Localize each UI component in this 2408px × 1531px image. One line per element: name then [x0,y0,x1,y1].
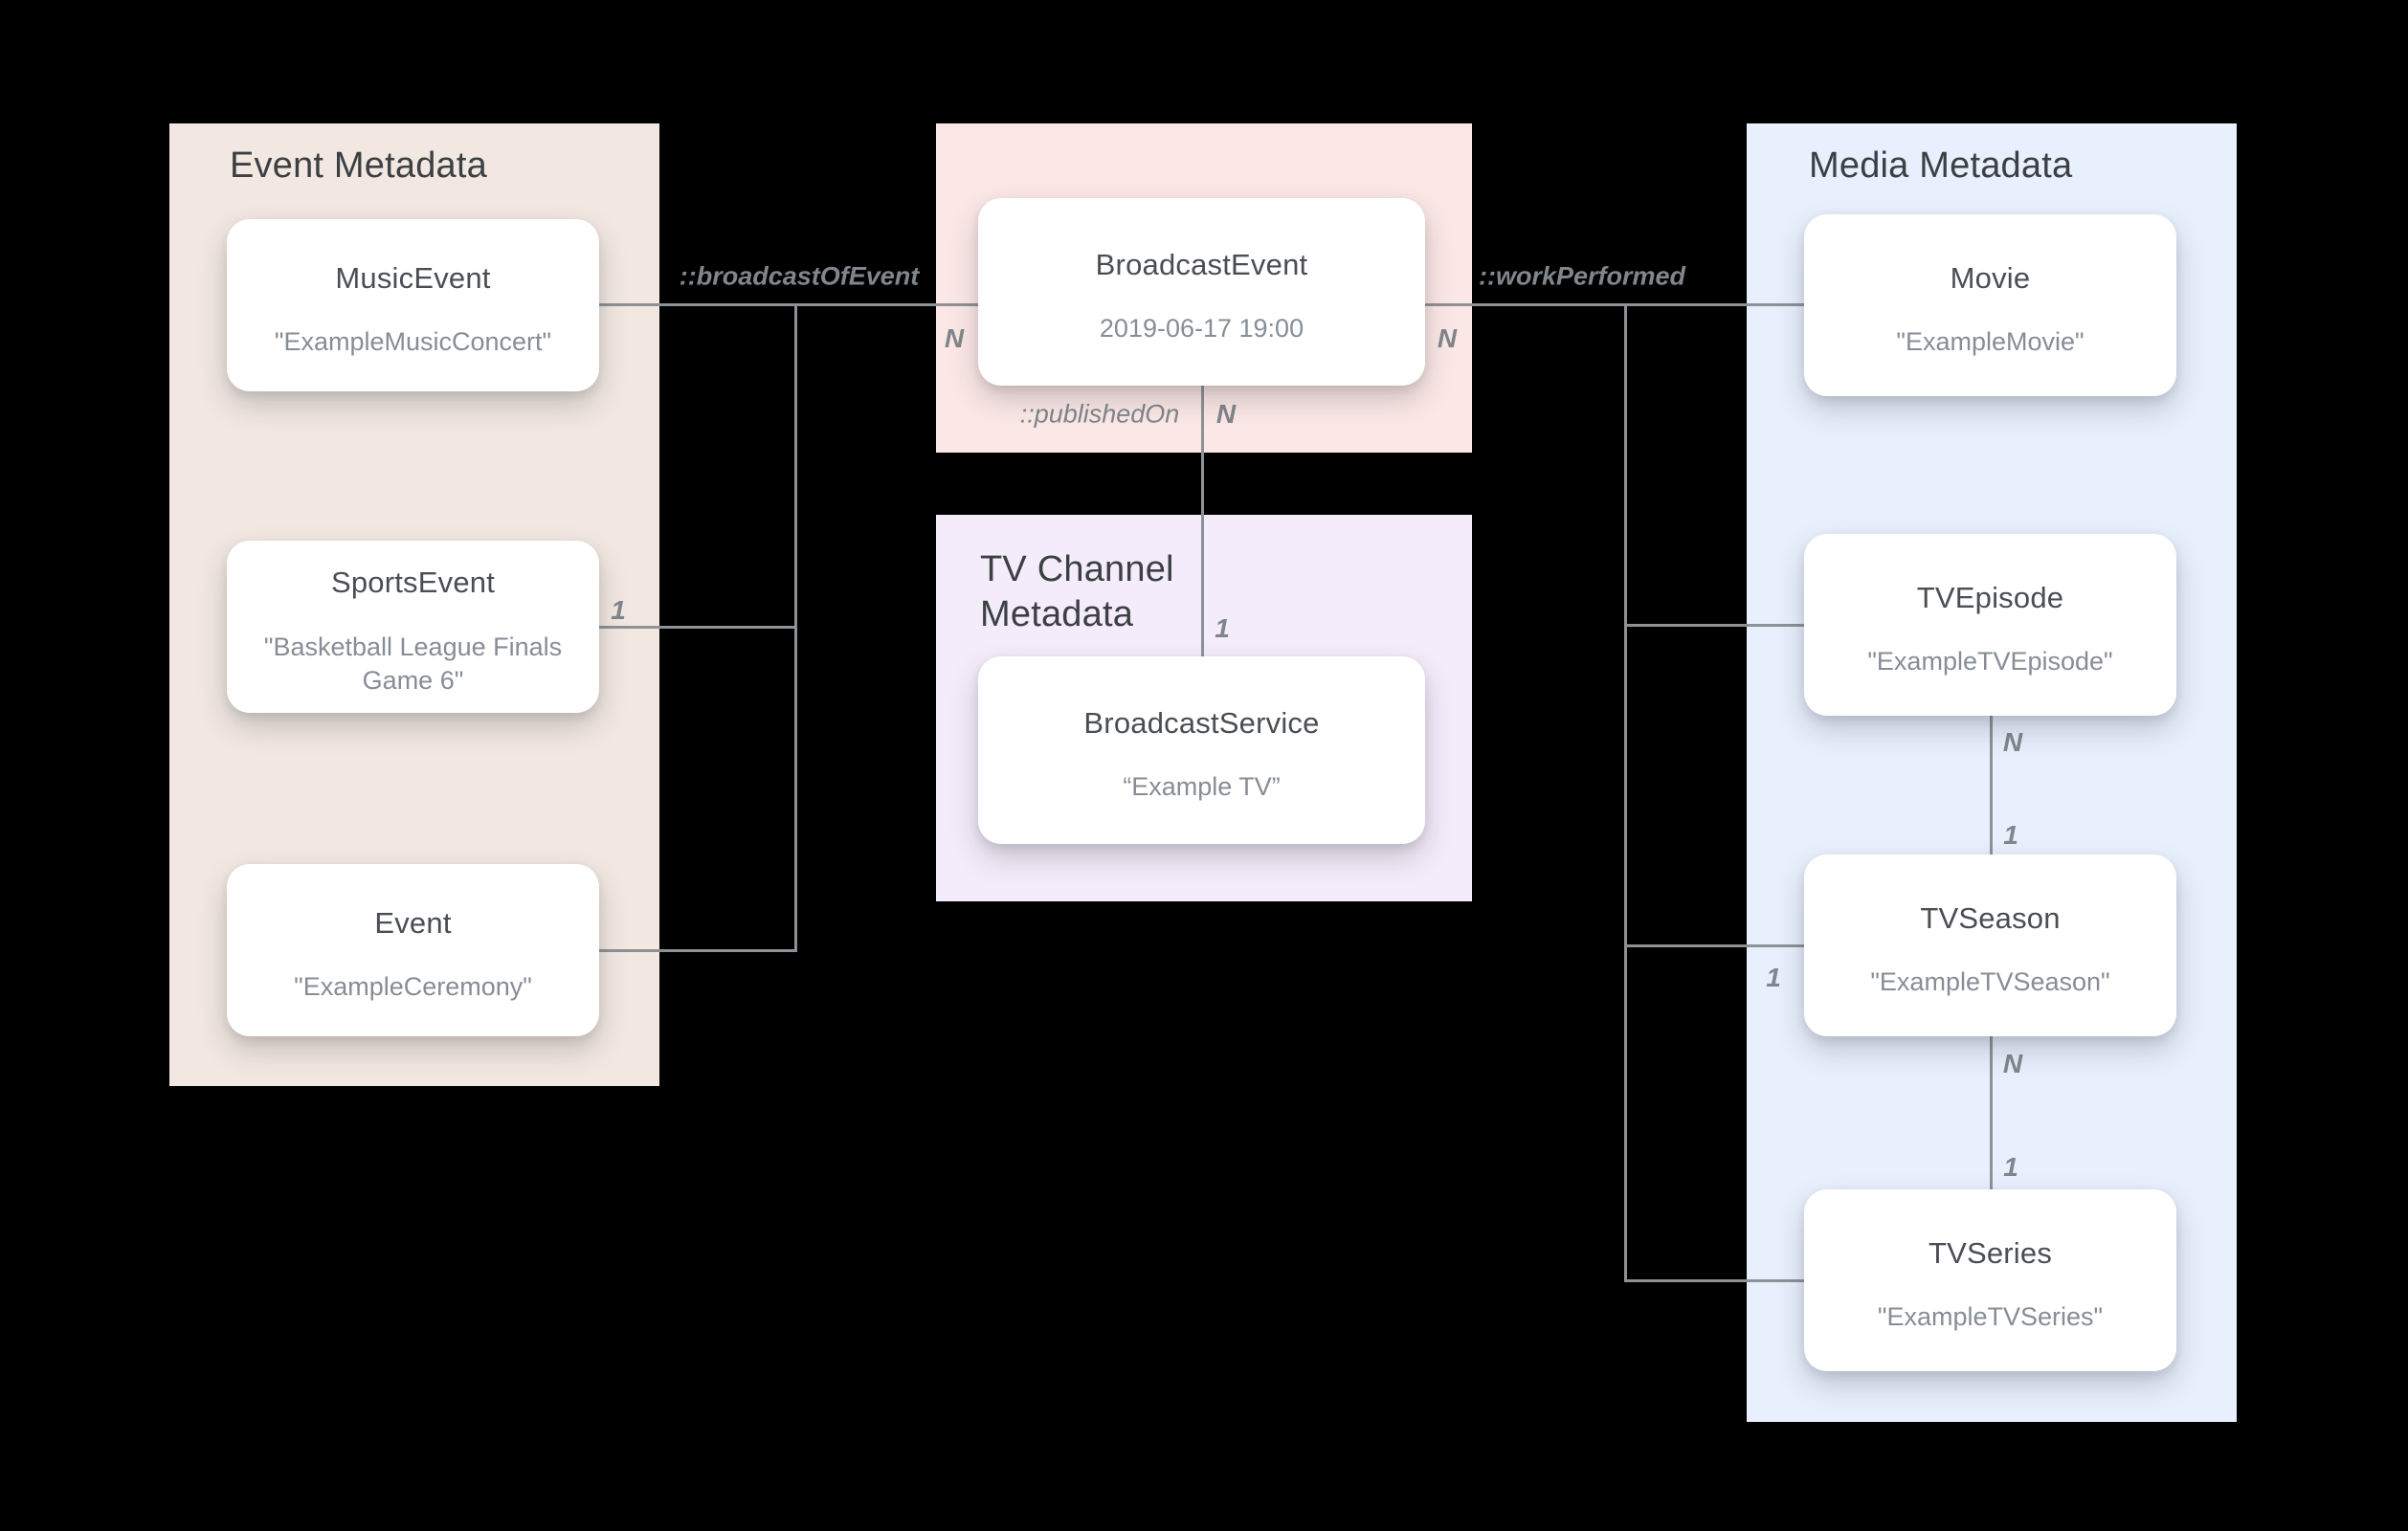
relation-workperformed-label: ::workPerformed [1478,261,1686,291]
connector-bus-tvepisode [1627,624,1804,627]
cardinality-tvepisode-n: N [2002,727,2023,757]
cardinality-tvseason-branch-1: 1 [1766,963,1781,992]
connector-event-card-bus [599,949,797,952]
connector-bus-tvseason [1627,944,1804,947]
relation-broadcastofevent-label: ::broadcastOfEvent [679,261,920,291]
connector-tvepisode-tvseason [1990,716,1993,854]
tvseason-card: TVSeason "ExampleTVSeason" [1804,854,2176,1036]
sportsevent-card-title: SportsEvent [330,566,496,600]
cardinality-workperformed-n: N [1437,323,1458,353]
cardinality-tvseason-1: 1 [2003,1152,2018,1182]
broadcastevent-card-title: BroadcastEvent [1095,247,1308,281]
cardinality-publishedon-n: N [1215,399,1237,429]
connector-sportsevent-bus [599,626,797,629]
broadcastevent-card: BroadcastEvent 2019-06-17 19:00 [978,198,1425,386]
connector-musicevent-broadcastevent [599,303,978,306]
tvseries-card-value: "ExampleTVSeries" [1877,1302,2104,1332]
connector-broadcastevent-broadcastservice [1201,386,1204,656]
broadcastservice-card-value: “Example TV” [1123,772,1281,802]
tvseries-card-title: TVSeries [1928,1235,2053,1270]
musicevent-card-title: MusicEvent [335,260,491,295]
tvepisode-card-value: "ExampleTVEpisode" [1867,647,2113,677]
musicevent-card: MusicEvent "ExampleMusicConcert" [227,219,599,391]
tvseries-card: TVSeries "ExampleTVSeries" [1804,1189,2176,1371]
tvepisode-card-title: TVEpisode [1916,580,2064,614]
connector-broadcastevent-movie [1425,303,1804,306]
cardinality-sportsevent-1: 1 [611,595,626,625]
relation-publishedon-label: ::publishedOn [1019,399,1180,429]
movie-card-value: "ExampleMovie" [1896,327,2085,357]
connector-media-bus [1624,303,1627,1282]
cardinality-tvepisode-1: 1 [2003,820,2018,850]
event-card-value: "ExampleCeremony" [294,972,532,1002]
broadcastservice-card: BroadcastService “Example TV” [978,656,1425,844]
sportsevent-card: SportsEvent "Basketball League Finals Ga… [227,541,599,713]
connector-tvseason-tvseries [1990,1036,1993,1189]
tvepisode-card: TVEpisode "ExampleTVEpisode" [1804,534,2176,716]
sportsevent-card-value: "Basketball League Finals Game 6" [263,632,563,695]
cardinality-tvseason-n: N [2002,1049,2023,1078]
cardinality-publishedon-1: 1 [1215,613,1230,643]
event-card-title: Event [374,905,452,940]
movie-card: Movie "ExampleMovie" [1804,214,2176,396]
broadcastevent-card-value: 2019-06-17 19:00 [1099,314,1304,344]
musicevent-card-value: "ExampleMusicConcert" [274,327,552,357]
event-metadata-title: Event Metadata [230,145,487,186]
broadcastservice-card-title: BroadcastService [1083,705,1320,740]
event-card: Event "ExampleCeremony" [227,864,599,1036]
cardinality-broadcastofevent-n: N [944,323,965,353]
connector-bus-tvseries [1627,1279,1804,1282]
media-metadata-title: Media Metadata [1809,145,2073,186]
tvseason-card-value: "ExampleTVSeason" [1870,967,2110,997]
tv-channel-metadata-title: TV Channel Metadata [980,549,1174,635]
movie-card-title: Movie [1950,260,2031,295]
tvseason-card-title: TVSeason [1920,900,2061,935]
